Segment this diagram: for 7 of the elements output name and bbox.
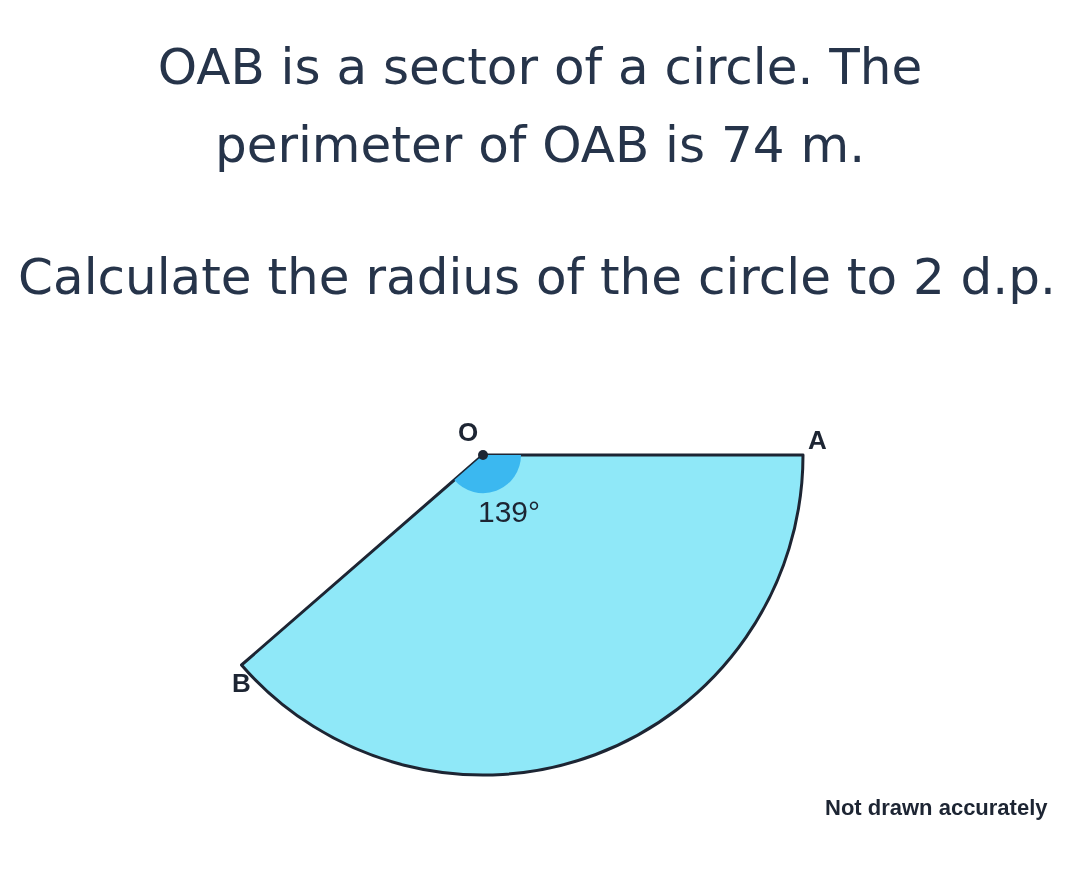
angle-label: 139°: [478, 495, 541, 529]
note-text: Not drawn accurately: [825, 795, 1048, 821]
question-text: OAB is a sector of a circle. The perimeter of OAB is 74 m.: [156, 37, 924, 176]
point-label: B: [232, 668, 251, 699]
instruction-text: Calculate the radius of the circle to 2 d.p.: [17, 247, 1057, 308]
point-label: O: [458, 417, 479, 448]
point-label: A: [808, 425, 827, 456]
